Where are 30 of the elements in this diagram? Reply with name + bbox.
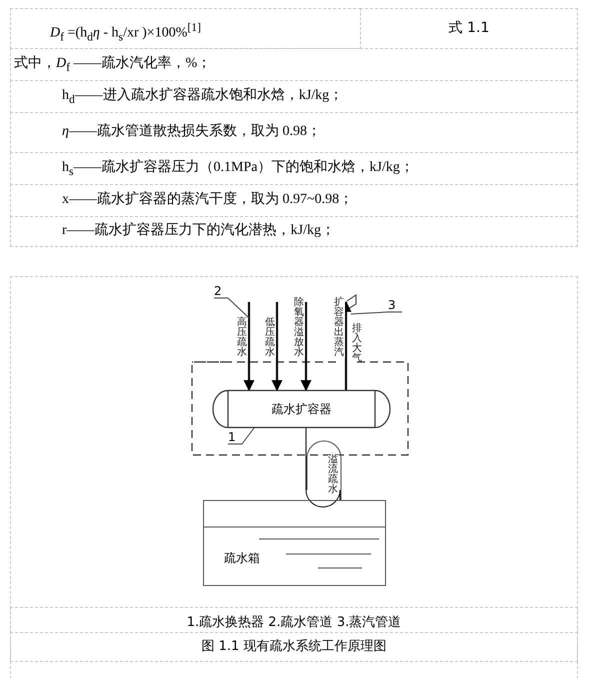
- figure-caption: 图 1.1 现有疏水系统工作原理图: [200, 638, 388, 656]
- symbol-definition: h$_{d}$——进入疏水扩容器疏水饱和水焓，kJ/kg；: [62, 87, 344, 108]
- leader-line: [228, 428, 254, 444]
- equation-number: 式 1.1: [448, 19, 490, 37]
- callout-number: 1: [228, 430, 236, 444]
- pipe-line: [300, 302, 312, 392]
- tank-label: 疏水箱: [224, 550, 260, 567]
- callout-number: 3: [388, 298, 396, 312]
- symbol-definition: x——疏水扩容器的蒸汽干度，取为 0.97~0.98；: [62, 191, 354, 209]
- pipe-label: 高压疏水: [237, 318, 248, 358]
- drain-tank: [203, 500, 386, 586]
- pipe-label: 溢流疏水: [328, 455, 339, 495]
- pipe-label: 排入大气: [352, 324, 363, 364]
- symbol-definition: 式中，D$_{f}$ ——疏水汽化率，%；: [14, 55, 212, 76]
- pipe-line: [244, 302, 254, 392]
- leader-line: [214, 298, 250, 318]
- figure-key: 1.疏水换热器 2.疏水管道 3.蒸汽管道: [10, 614, 578, 632]
- symbol-definition: r——疏水扩容器压力下的汽化潜热，kJ/kg；: [62, 222, 335, 240]
- flash-tank: [213, 390, 390, 428]
- callout-number: 2: [214, 284, 222, 298]
- pipe-label: 除氧器溢放水: [294, 298, 305, 358]
- tank-label: 疏水扩容器: [270, 401, 332, 418]
- pipe-label: 扩容器出蒸汽: [334, 298, 345, 358]
- symbol-definition: η——疏水管道散热损失系数，取为 0.98；: [62, 123, 321, 141]
- drain-pipe: [306, 428, 340, 508]
- pipe-label: 低压疏水: [265, 318, 276, 358]
- leader-line: [350, 312, 402, 314]
- symbol-definition: h$_{s}$——疏水扩容器压力（0.1MPa）下的饱和水焓，kJ/kg；: [62, 159, 414, 180]
- formula: D$_{f}$ =(h$_{d}$η - h$_{s}$/xr )×100%$^{[1]}$: [50, 20, 201, 46]
- pipe-line: [272, 302, 282, 392]
